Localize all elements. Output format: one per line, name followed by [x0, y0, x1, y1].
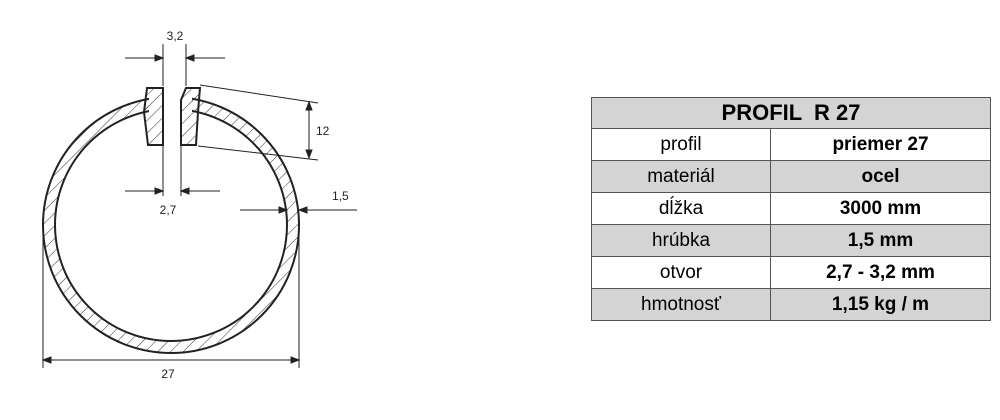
dim-wall-label: 1,5 [332, 189, 349, 203]
table-row: hmotnosť 1,15 kg / m [591, 288, 991, 321]
left-lip [142, 87, 164, 146]
row-value: 2,7 - 3,2 mm [770, 256, 991, 289]
row-label: dĺžka [591, 192, 771, 225]
dim-diameter-label: 27 [161, 367, 175, 381]
right-lip [180, 87, 202, 146]
spec-table-title: PROFIL R 27 [591, 97, 991, 129]
row-value: 1,15 kg / m [770, 288, 991, 321]
row-label: otvor [591, 256, 771, 289]
profile-spec-table: PROFIL R 27 profil priemer 27 materiál o… [591, 97, 991, 321]
dimension-wall-thickness [240, 206, 357, 214]
table-row: otvor 2,7 - 3,2 mm [591, 256, 991, 289]
dimension-diameter [41, 228, 301, 368]
profile-cross-section-drawing: 3,2 12 2,7 1,5 27 [41, 29, 357, 381]
dim-gap-bottom-label: 2,7 [160, 203, 177, 217]
dimension-gap-top [125, 44, 225, 86]
row-label: hrúbka [591, 224, 771, 257]
table-row: hrúbka 1,5 mm [591, 224, 991, 257]
row-label: profil [591, 128, 771, 161]
table-row: profil priemer 27 [591, 128, 991, 161]
row-value: 1,5 mm [770, 224, 991, 257]
table-row: dĺžka 3000 mm [591, 192, 991, 225]
dim-lip-height-label: 12 [316, 124, 330, 138]
tube-wall [41, 96, 301, 354]
spec-table-header: PROFIL R 27 [591, 97, 991, 129]
row-value: ocel [770, 160, 991, 193]
row-label: materiál [591, 160, 771, 193]
table-row: materiál ocel [591, 160, 991, 193]
row-value: 3000 mm [770, 192, 991, 225]
row-label: hmotnosť [591, 288, 771, 321]
dim-gap-top-label: 3,2 [167, 29, 184, 43]
dimension-lip-height [197, 84, 319, 161]
row-value: priemer 27 [770, 128, 991, 161]
dimension-gap-bottom [125, 146, 220, 196]
